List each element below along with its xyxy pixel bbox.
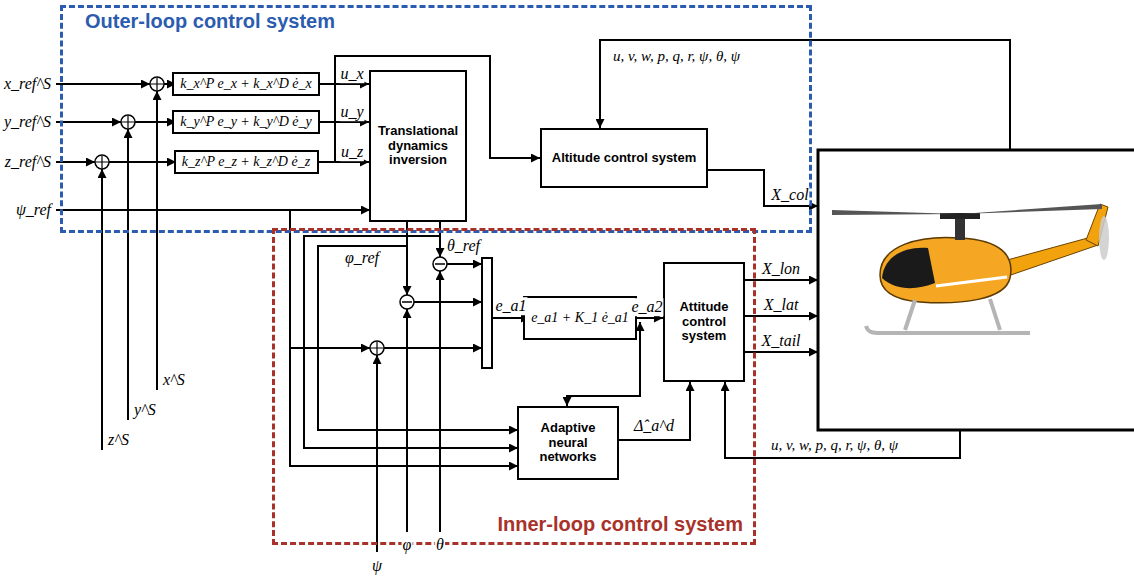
plant-frame (818, 150, 1134, 430)
signal-label: x_ref^S (3, 75, 52, 93)
summing-junction (370, 341, 384, 355)
signal-label: φ_ref (344, 249, 380, 267)
signal-wire (318, 246, 518, 430)
summing-junction (400, 295, 414, 309)
node-text: Translational dynamics inversion (376, 124, 460, 169)
node-text: Inner-loop control system (497, 513, 743, 536)
dynamics-inversion-box: Translational dynamics inversion (369, 70, 467, 222)
helicopter-body (880, 237, 1011, 302)
plus-sign (96, 156, 108, 168)
signal-wire (376, 355, 378, 552)
signal-wire (56, 83, 150, 85)
signal-label: Δ̂_a^d (633, 417, 675, 435)
signal-connector (320, 121, 369, 123)
tail-boom (1000, 236, 1098, 277)
signal-connector (320, 83, 369, 85)
signal-wire (290, 347, 370, 349)
node-text: Adaptive neural networks (524, 421, 612, 466)
pd-controller-box: k_z^P e_z + k_z^D ė_z (174, 150, 319, 174)
signal-wire (414, 301, 482, 303)
node-text: Altitude control system (552, 151, 696, 166)
mux-bar (482, 258, 492, 368)
signal-label: θ (435, 536, 445, 554)
plus-sign (122, 116, 134, 128)
signal-label: y_ref^S (3, 113, 52, 131)
node-text: k_y^P e_y + k_y^D ė_y (180, 114, 311, 130)
signal-label: ψ_ref (15, 201, 52, 219)
node-text: Outer-loop control system (85, 10, 335, 33)
rotor-mast (955, 218, 965, 240)
signal-label: φ (402, 536, 413, 554)
signal-wire (406, 309, 408, 532)
feedback-wire (725, 382, 960, 458)
signal-connector (619, 382, 690, 440)
attitude-controller-box: Attitude control system (663, 262, 745, 382)
signal-label: X_tail (760, 332, 801, 350)
signal-wire (384, 347, 482, 349)
signal-label: X_lat (763, 296, 800, 314)
signal-label: u_z (340, 143, 364, 161)
summing-junction (95, 155, 109, 169)
signal-wire (101, 169, 103, 450)
plus-sign (371, 342, 383, 354)
landing-skid (866, 326, 1030, 333)
signal-wire (439, 271, 441, 532)
minus-sign (435, 263, 445, 265)
signal-connector (637, 317, 663, 319)
signal-label: u, v, w, p, q, r, ψ, θ, ψ (612, 48, 741, 65)
error-filter-box: e_a1 + K_1 ė_a1 (523, 296, 637, 340)
pd-controller-box: k_x^P e_x + k_x^D ė_x (172, 72, 320, 96)
skid-strut (905, 299, 1000, 330)
signal-label: u_x (339, 65, 364, 83)
signal-label: x^S (162, 371, 186, 389)
body-stripe (936, 277, 1007, 286)
pd-controller-box: k_y^P e_y + k_y^D ė_y (172, 110, 320, 134)
summing-junction (121, 115, 135, 129)
tail-rotor (1099, 216, 1109, 260)
signal-label: y^S (133, 401, 157, 419)
signal-label: X_col (770, 186, 809, 204)
signal-wire (56, 209, 370, 211)
signal-label: θ_ref (446, 237, 481, 255)
signal-label: u_y (339, 103, 364, 121)
node-text: Attitude control system (670, 300, 738, 345)
signal-label: z_ref^S (4, 153, 52, 171)
signal-wire (290, 210, 518, 466)
signal-wire (127, 129, 129, 420)
node-text: k_z^P e_z + k_z^D ė_z (182, 154, 310, 170)
signal-label: u, v, w, p, q, r, ψ, θ, ψ (770, 437, 899, 454)
helicopter-canopy (882, 248, 935, 288)
signal-wire (109, 161, 176, 163)
node-text: e_a1 + K_1 ė_a1 (531, 310, 629, 326)
node-text: k_x^P e_x + k_x^D ė_x (180, 76, 311, 92)
altitude-controller-box: Altitude control system (540, 128, 708, 188)
signal-wire (447, 263, 482, 265)
signal-wire (156, 91, 158, 390)
summing-junction (150, 77, 164, 91)
rotor-blade (832, 210, 960, 215)
summing-junction (433, 257, 447, 271)
signal-label: z^S (107, 431, 130, 449)
signal-wire (135, 121, 176, 123)
signal-wire (304, 236, 518, 448)
outer-loop-region: Outer-loop control system k_x^P e_x + k_x… (60, 5, 812, 233)
rotor-blade (960, 204, 1102, 214)
signal-wire (56, 121, 121, 123)
neural-network-box: Adaptive neural networks (517, 406, 619, 480)
plus-sign (151, 78, 163, 90)
signal-label: X_lon (761, 260, 801, 278)
minus-sign (402, 301, 412, 303)
signal-wire (708, 170, 818, 206)
signal-label: ψ (371, 557, 383, 575)
inner-loop-region: Inner-loop control system e_a1 + K_1 ė_a1… (272, 228, 756, 545)
